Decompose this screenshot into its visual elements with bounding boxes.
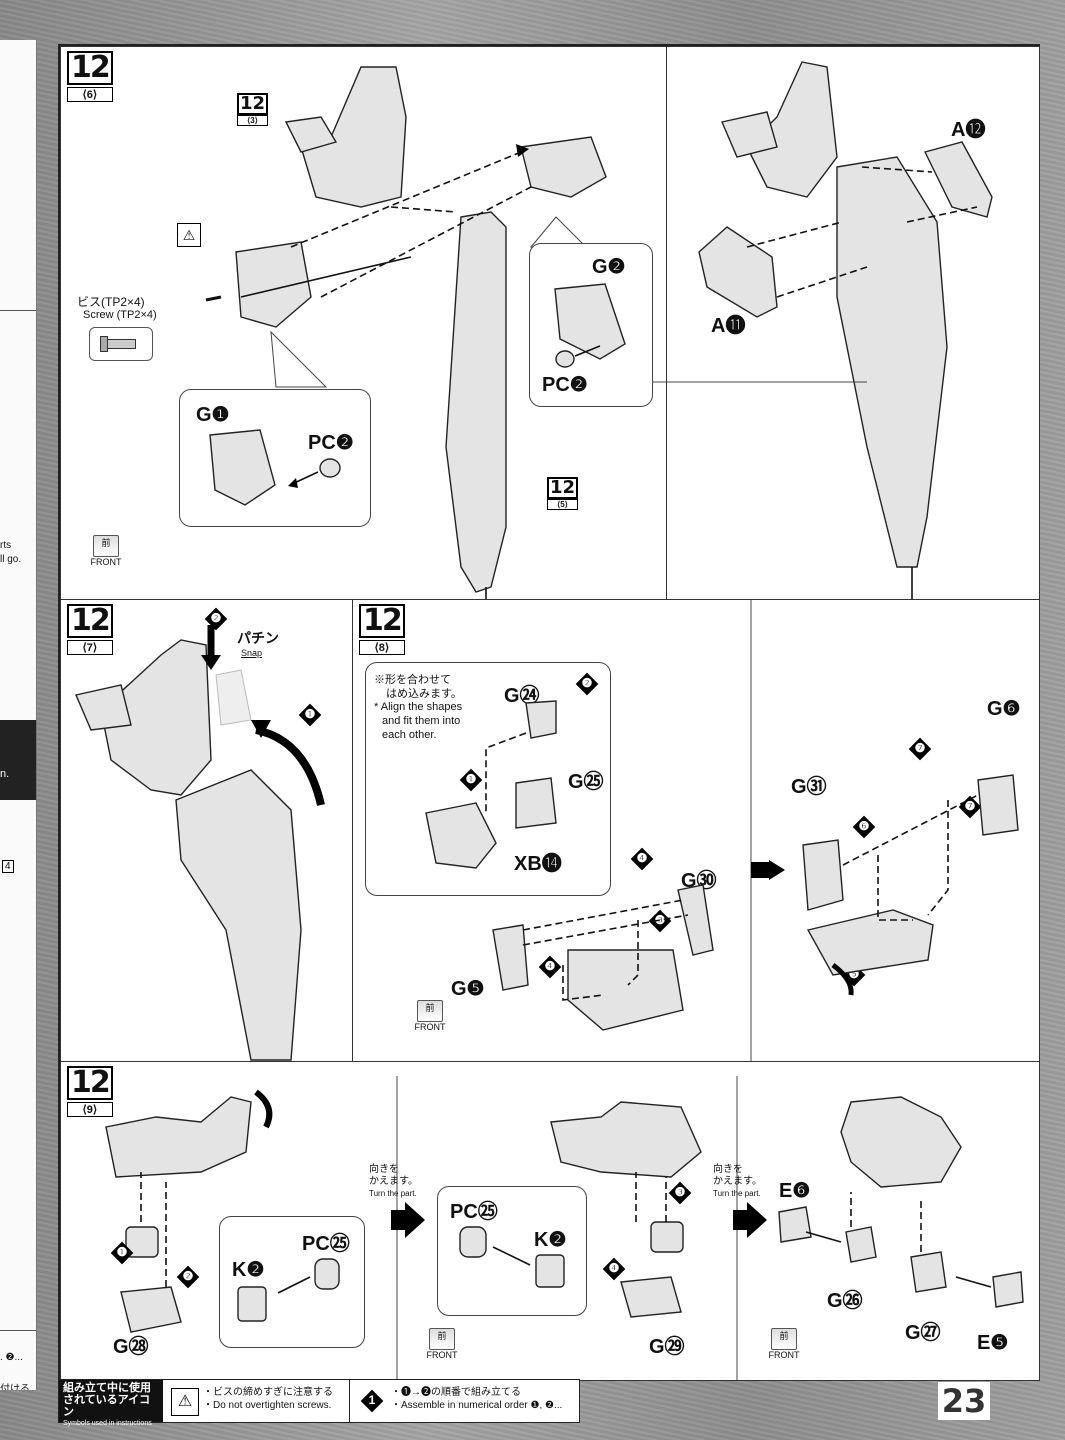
turn-arrow-2 <box>733 1202 767 1238</box>
part-label-xb14: XB⓮ <box>514 853 562 875</box>
part-label-g26: G㉖ <box>827 1290 863 1312</box>
part-label-g6: G❻ <box>987 698 1021 720</box>
step-12-7-panel: 12 ⟨7⟩ ❷ ❶ パチン Snap <box>60 599 354 1063</box>
part-label-e5: E❺ <box>977 1332 1009 1354</box>
part-label-a11: A⓫ <box>711 315 746 337</box>
part-label-g24: G㉔ <box>504 685 540 707</box>
part-label-k2-b: K❷ <box>534 1229 567 1251</box>
screw-icon <box>89 327 153 361</box>
note-jp-2: はめ込みます。 <box>386 688 462 700</box>
front-indicator-2: 前 FRONT <box>411 1000 449 1032</box>
part-label-g1: G❶ <box>196 404 230 426</box>
step-12-7-illustration <box>75 625 325 1061</box>
part-label-pc25-b: PC㉕ <box>450 1201 498 1223</box>
step8-seq-3: ❸ <box>649 910 671 932</box>
armor-illustration <box>667 61 993 600</box>
part-label-g25: G㉕ <box>568 771 604 793</box>
step-12-6-number: 12 ⟨6⟩ <box>67 51 113 102</box>
part-label-g31: G㉛ <box>791 776 827 798</box>
note-jp-1: ※形を合わせて <box>374 674 451 686</box>
step-ref-12-3: 12 ⟨3⟩ <box>237 93 269 126</box>
instruction-sheet: 12 ⟨6⟩ 12 ⟨3⟩ 12 ⟨5⟩ ビス(TP <box>58 44 1040 1381</box>
step-12-8-illustration <box>492 600 1019 1062</box>
step8-seq-1: ❶ <box>460 769 482 791</box>
part-label-g2: G❷ <box>592 256 626 278</box>
step9-seq-3: ❸ <box>669 1182 691 1204</box>
snap-label-jp: パチン <box>237 630 279 646</box>
step9-seq-2: ❷ <box>177 1266 199 1288</box>
note-en-1: * Align the shapes <box>374 701 463 713</box>
turn-label-1: 向きを かえます。 Turn the part. <box>369 1164 418 1198</box>
previous-page-edge: rts ll go. n. 4 . ❷... 付ける <box>0 40 37 1390</box>
legend-screw-text: ・ビスの締めすぎに注意する ・Do not overtighten screws… <box>203 1387 333 1411</box>
step-12-7-number: 12 ⟨7⟩ <box>67 604 113 655</box>
screw-label-en: Screw (TP2×4) <box>83 309 157 321</box>
step8-seq-6: ❻ <box>853 816 875 838</box>
callout-g1-pc2: G❶ PC❷ <box>179 389 371 527</box>
part-label-g5: G❺ <box>451 978 485 1000</box>
screw-label-jp: ビス(TP2×4) <box>77 295 145 309</box>
step-12-6-illustration <box>205 66 667 600</box>
part-label-pc2-b: PC❷ <box>542 374 588 396</box>
prev-text-5: . ❷... <box>0 1352 23 1363</box>
front-indicator-1: 前 FRONT <box>87 535 125 567</box>
part-label-pc25-a: PC㉕ <box>302 1233 350 1255</box>
step8-seq-5: ❺ <box>843 964 865 986</box>
callout-align-shapes: ※形を合わせて はめ込みます。 * Align the shapes and f… <box>365 662 611 896</box>
part-label-g30: G㉚ <box>681 870 717 892</box>
turn-label-2: 向きを かえます。 Turn the part. <box>713 1164 762 1198</box>
prev-text-3: n. <box>0 768 10 780</box>
prev-text-2: ll go. <box>0 554 22 565</box>
part-label-k2-a: K❷ <box>232 1259 265 1281</box>
legend-order-text: ・❶→❷の順番で組み立てる ・Assemble in numerical ord… <box>391 1387 563 1411</box>
step8-seq-7a: ❼ <box>909 738 931 760</box>
step7-seq-1: ❶ <box>299 704 321 726</box>
step9-seq-1: ❶ <box>111 1242 133 1264</box>
front-indicator-3: 前 FRONT <box>423 1328 461 1360</box>
prev-text-1: rts <box>0 540 12 551</box>
legend-order-icon: 1 <box>361 1390 383 1412</box>
step-12-8-panel: 12 ⟨8⟩ ※形を合わせて はめ込みます。 * Align the shape… <box>352 599 1040 1063</box>
callout-k2-pc25-b: PC㉕ K❷ <box>437 1186 587 1316</box>
step-ref-12-5: 12 ⟨5⟩ <box>547 477 579 510</box>
step-12-6-armor-panel: A⓬ A⓫ <box>666 46 1040 601</box>
callout-g2-pc2: G❷ PC❷ <box>529 243 653 407</box>
legend-title: 組み立て中に使用 されているアイコン Symbols used in instr… <box>59 1380 163 1427</box>
step9-seq-4: ❹ <box>603 1258 625 1280</box>
step-12-9-illustration <box>105 1076 1024 1380</box>
part-label-g28: G㉘ <box>113 1336 149 1358</box>
step-12-9-panel: 12 ⟨9⟩ ❶ ❷ ❸ <box>60 1061 1040 1381</box>
overtighten-warning-icon: ⚠ <box>177 223 201 247</box>
part-label-a12: A⓬ <box>951 119 986 141</box>
step8-seq-4a: ❹ <box>631 848 653 870</box>
front-indicator-4: 前 FRONT <box>765 1328 803 1360</box>
prev-text-4: 4 <box>2 860 14 873</box>
snap-label-en: Snap <box>241 648 263 658</box>
part-label-g27: G㉗ <box>905 1322 941 1344</box>
step8-seq-4b: ❹ <box>539 956 561 978</box>
part-label-pc2-a: PC❷ <box>308 432 354 454</box>
prev-dark-block: n. <box>0 720 36 800</box>
part-label-e6: E❻ <box>779 1180 811 1202</box>
step7-seq-2: ❷ <box>205 608 227 630</box>
step8-seq-2: ❷ <box>576 673 598 695</box>
step-12-6-panel: 12 ⟨6⟩ 12 ⟨3⟩ 12 ⟨5⟩ ビス(TP <box>60 46 668 601</box>
note-en-2: and fit them into <box>382 715 461 727</box>
symbol-legend: 組み立て中に使用 されているアイコン Symbols used in instr… <box>58 1379 580 1427</box>
page-number: 23 <box>938 1382 990 1420</box>
part-label-g29: G㉙ <box>649 1336 685 1358</box>
step8-seq-7b: ❼ <box>959 796 981 818</box>
callout-k2-pc25-a: PC㉕ K❷ <box>219 1216 365 1348</box>
legend-screw-icon: ⚠ <box>171 1388 199 1416</box>
step-12-8-number: 12 ⟨8⟩ <box>359 604 405 655</box>
step-12-9-number: 12 ⟨9⟩ <box>67 1066 113 1117</box>
note-en-3: each other. <box>382 729 437 741</box>
prev-text-6: 付ける <box>0 1384 30 1390</box>
turn-arrow-1 <box>391 1202 425 1238</box>
